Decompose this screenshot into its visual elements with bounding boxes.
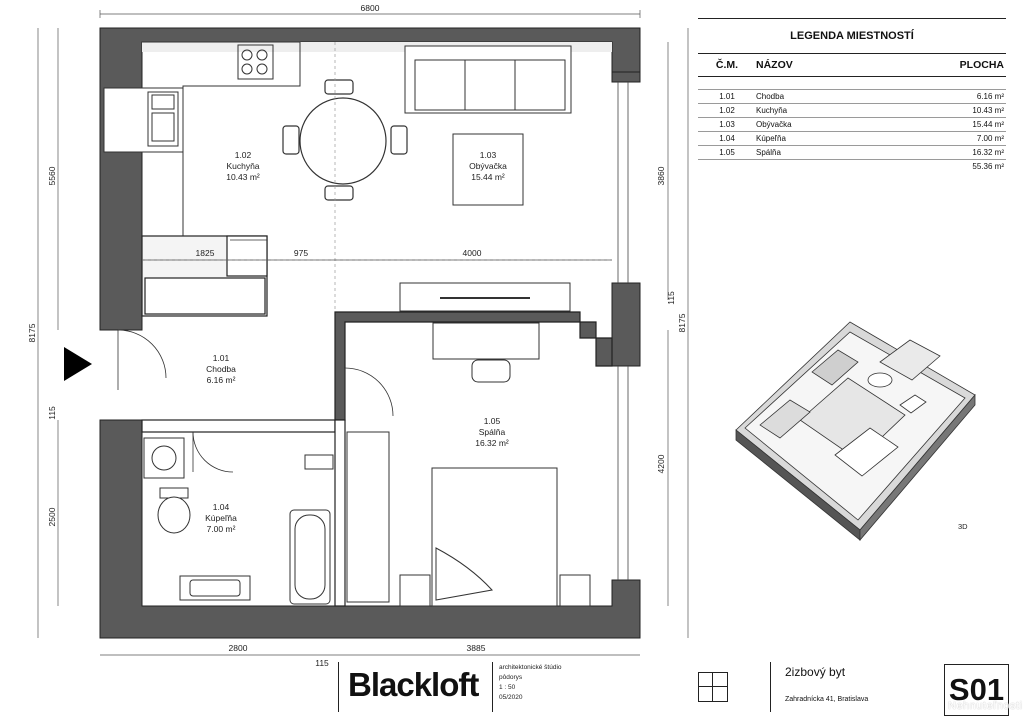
label-3d: 3D (958, 522, 968, 531)
doors (117, 239, 394, 473)
dim-left-lower: 2500 (47, 507, 57, 526)
studio-line: 05/2020 (499, 694, 523, 701)
room-bedroom-area: 16.32 m² (475, 438, 509, 448)
entrance-arrow-icon (64, 347, 92, 381)
row-name: Spálňa (756, 148, 781, 157)
watermark: Nehnuteľnosti (948, 700, 1023, 712)
table-row: 1.05 Spálňa 16.32 m² (698, 146, 1006, 160)
dim-bottom-3: 115 (315, 658, 329, 668)
room-kitchen-area: 10.43 m² (226, 172, 260, 182)
room-bath-area: 7.00 m² (207, 524, 236, 534)
dim-left-gap: 115 (47, 406, 57, 420)
room-living-area: 15.44 m² (471, 172, 505, 182)
grid-icon (698, 672, 728, 702)
table-row: 1.01 Chodba 6.16 m² (698, 89, 1006, 104)
row-number: 1.01 (719, 92, 735, 101)
room-kitchen-number: 1.02 (235, 150, 252, 160)
row-area: 16.32 m² (972, 148, 1004, 157)
project-address: Zahradnícka 41, Bratislava (785, 696, 869, 703)
desk (432, 322, 540, 383)
studio-line: architektonické štúdio (499, 664, 562, 671)
room-hall-area: 6.16 m² (207, 375, 236, 385)
title-divider (492, 662, 493, 712)
windows-right (617, 82, 629, 580)
room-hall-number: 1.01 (213, 353, 230, 363)
dim-right-upper: 3860 (656, 166, 666, 185)
row-area: 6.16 m² (976, 92, 1004, 101)
row-area: 15.44 m² (972, 120, 1004, 129)
legend-total: 55.36 m² (972, 162, 1004, 171)
outer-walls (99, 27, 641, 639)
table-row: 1.02 Kuchyňa 10.43 m² (698, 104, 1006, 118)
row-name: Chodba (756, 92, 785, 101)
tv-unit (399, 282, 571, 312)
table-row: 1.03 Obývačka 15.44 m² (698, 118, 1006, 132)
dim-left-upper: 5560 (47, 166, 57, 185)
dim-bottom-1: 2800 (229, 643, 248, 653)
dim-right-lower: 4200 (656, 454, 666, 473)
row-name: Kúpeľňa (756, 134, 786, 143)
coffee-table (452, 133, 524, 206)
dim-right-gap: 115 (666, 291, 676, 305)
dimension-labels: 6800 8175 5560 115 2500 3860 115 4200 81… (27, 3, 687, 668)
row-name: Kuchyňa (756, 106, 788, 115)
row-name: Obývačka (756, 120, 792, 129)
sheet-number: S01 (944, 664, 1009, 716)
studio-line: pôdorys (499, 674, 523, 681)
room-living-number: 1.03 (480, 150, 497, 160)
title-divider (338, 662, 339, 712)
room-bath-name: Kúpeľňa (205, 513, 237, 523)
legend-rows: 1.01 Chodba 6.16 m² 1.02 Kuchyňa 10.43 m… (698, 89, 1006, 160)
room-living-name: Obývačka (469, 161, 507, 171)
room-kitchen-name: Kuchyňa (226, 161, 259, 171)
dimension-lines (37, 10, 689, 656)
row-number: 1.02 (719, 106, 735, 115)
room-bath-number: 1.04 (213, 502, 230, 512)
title-divider (770, 662, 771, 712)
table-row: 1.04 Kúpeľňa 7.00 m² (698, 132, 1006, 146)
legend-col-name: NÁZOV (756, 59, 793, 71)
room-bedroom-name: Spálňa (479, 427, 506, 437)
legend-header: Č.M. NÁZOV PLOCHA (698, 54, 1006, 77)
interior-walls (141, 235, 613, 607)
dim-bottom-2: 3885 (467, 643, 486, 653)
legend-col-number: Č.M. (715, 59, 739, 71)
axonometric-3d-view (735, 321, 976, 542)
legend-col-area: PLOCHA (959, 59, 1004, 71)
room-labels: 1.02 Kuchyňa 10.43 m² 1.03 Obývačka 15.4… (205, 150, 509, 534)
dim-mid-2: 975 (294, 248, 308, 258)
dim-top-width: 6800 (361, 3, 380, 13)
room-legend: LEGENDA MIESTNOSTÍ Č.M. NÁZOV PLOCHA 1.0… (698, 18, 1006, 173)
row-number: 1.04 (719, 134, 735, 143)
dining-table (282, 79, 408, 201)
brand-logo: Blackloft (348, 666, 479, 703)
kitchen-counter (103, 41, 301, 236)
dim-mid-1: 1825 (196, 248, 215, 258)
wardrobe (346, 431, 390, 603)
row-number: 1.03 (719, 120, 735, 129)
legend-title: LEGENDA MIESTNOSTÍ (698, 18, 1006, 54)
studio-line: 1 : 50 (499, 684, 516, 691)
floor-shading (142, 42, 612, 52)
row-area: 7.00 m² (976, 134, 1004, 143)
dim-right-total: 8175 (677, 313, 687, 332)
row-number: 1.05 (719, 148, 735, 157)
bed (399, 467, 591, 607)
room-hall-name: Chodba (206, 364, 236, 374)
bathroom-fixtures (143, 437, 334, 605)
studio-info: architektonické štúdio pôdorys 1 : 50 05… (499, 663, 562, 703)
project-name: 2izbový byt (785, 665, 846, 679)
row-area: 10.43 m² (972, 106, 1004, 115)
dim-mid-3: 4000 (463, 248, 482, 258)
room-bedroom-number: 1.05 (484, 416, 501, 426)
dim-left-total: 8175 (27, 323, 37, 342)
sofa (404, 45, 572, 114)
